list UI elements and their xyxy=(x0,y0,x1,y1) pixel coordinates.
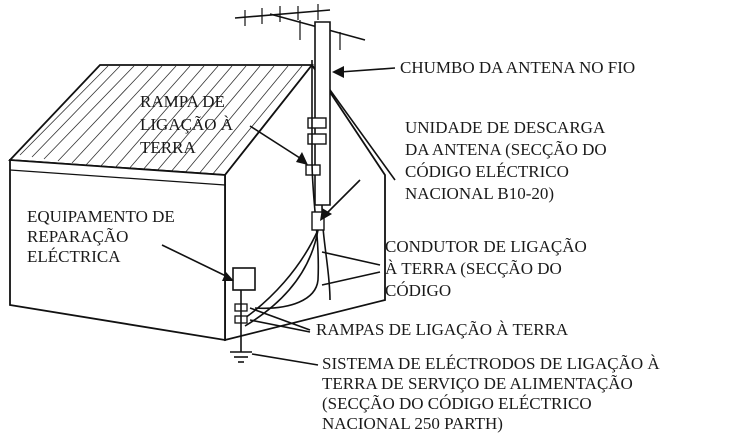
labels: CHUMBO DA ANTENA NO FIO RAMPA DE LIGAÇÃO… xyxy=(27,58,664,433)
house-drawing xyxy=(8,63,396,342)
label-grounding-conductors: CONDUTOR DE LIGAÇÃO À TERRA (SECÇÃO DO C… xyxy=(385,237,591,300)
callout-arrows xyxy=(161,66,396,366)
label-ground-clamps: RAMPAS DE LIGAÇÃO À TERRA xyxy=(316,320,569,339)
label-antenna-discharge-unit: UNIDADE DE DESCARGA DA ANTENA (SECÇÃO DO… xyxy=(405,118,611,203)
label-antenna-lead-in-wire: CHUMBO DA ANTENA NO FIO xyxy=(400,58,635,77)
label-power-service-grounding: SISTEMA DE ELÉCTRODOS DE LIGAÇÃO À TERRA… xyxy=(322,354,664,433)
house-side-wall xyxy=(9,159,226,342)
service-equipment-box xyxy=(232,267,256,291)
antenna-mast xyxy=(314,21,331,206)
label-electric-service-equipment: EQUIPAMENTO DE REPARAÇÃO ELÉCTRICA xyxy=(27,207,179,266)
label-ground-clamp: RAMPA DE LIGAÇÃO À TERRA xyxy=(140,92,237,157)
antenna-drawing xyxy=(230,4,366,363)
roof-left-hatching xyxy=(19,65,303,176)
